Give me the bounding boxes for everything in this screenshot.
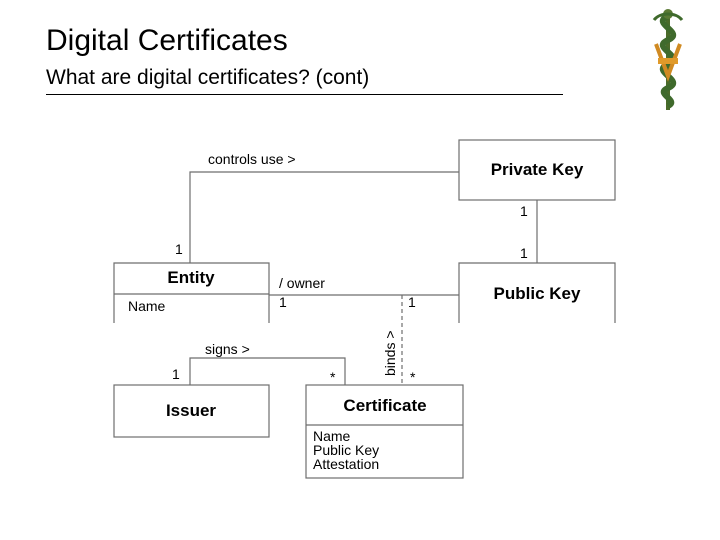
certificate-attr-attestation: Attestation (313, 456, 379, 472)
controls-use-connector (189, 171, 459, 263)
class-issuer: Issuer (113, 384, 270, 438)
certificate-attr-name: Name (313, 428, 351, 444)
class-certificate: Certificate Name Public Key Attestation (305, 384, 464, 479)
entity-attr-name: Name (128, 298, 166, 314)
key-pair-private-multiplicity: 1 (520, 203, 528, 219)
owner-entity-multiplicity: 1 (279, 294, 287, 310)
title-divider (46, 94, 563, 95)
certificate-name: Certificate (343, 396, 426, 415)
signs-issuer-multiplicity: 1 (172, 366, 180, 382)
binds-label: binds > (382, 330, 398, 376)
class-private-key: Private Key (458, 139, 616, 201)
caduceus-emblem-icon (652, 9, 684, 110)
slide-subtitle: What are digital certificates? (cont) (46, 66, 370, 89)
public-key-name: Public Key (494, 284, 581, 303)
binds-certificate-multiplicity: * (410, 369, 416, 385)
owner-public-multiplicity: 1 (408, 294, 416, 310)
certificate-attr-public-key: Public Key (313, 442, 379, 458)
signs-label: signs > (205, 341, 250, 357)
owner-label: / owner (279, 275, 325, 291)
entity-name: Entity (167, 268, 215, 287)
issuer-name: Issuer (166, 401, 216, 420)
key-pair-public-multiplicity: 1 (520, 245, 528, 261)
class-entity: Entity Name (113, 262, 270, 323)
controls-use-label: controls use > (208, 151, 296, 167)
signs-certificate-multiplicity: * (330, 369, 336, 385)
signs-connector (189, 357, 346, 385)
class-public-key: Public Key (458, 262, 616, 323)
private-key-name: Private Key (491, 160, 584, 179)
controls-use-entity-multiplicity: 1 (175, 241, 183, 257)
slide-title: Digital Certificates (46, 24, 288, 57)
